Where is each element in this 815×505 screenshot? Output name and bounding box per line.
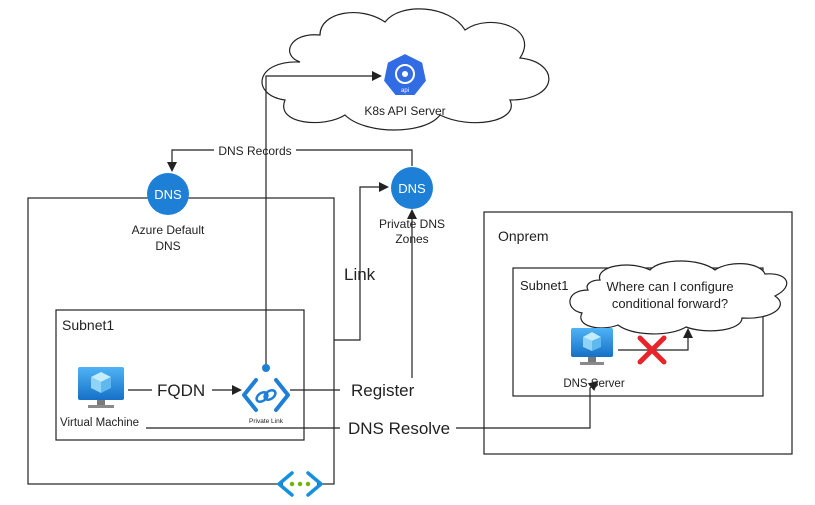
question-cloud xyxy=(569,260,788,335)
azure-dns-icon: DNS xyxy=(147,173,189,215)
k8s-api-server-icon: api xyxy=(381,51,429,97)
cross-icon xyxy=(637,335,667,365)
subnet-left-label: Subnet1 xyxy=(62,317,114,333)
dns-records-label: DNS Records xyxy=(218,144,291,158)
link-label: Link xyxy=(344,265,376,284)
svg-text:DNS: DNS xyxy=(154,187,182,202)
azure-dns-label-line1: Azure Default xyxy=(132,223,205,237)
private-dns-icon: DNS xyxy=(391,167,433,209)
private-link-label: Private Link xyxy=(249,418,284,425)
question-line2: conditional forward? xyxy=(612,296,728,311)
dns-resolve-label: DNS Resolve xyxy=(348,419,450,438)
private-link-icon xyxy=(242,378,290,412)
register-label: Register xyxy=(351,381,415,400)
private-link-to-k8s-connector xyxy=(265,71,382,368)
azure-dns-label-line2: DNS xyxy=(155,239,180,253)
dns-server-label: DNS Server xyxy=(563,378,625,390)
vnet-icon xyxy=(277,471,323,497)
onprem-box xyxy=(483,211,793,455)
dns-server-icon xyxy=(571,328,613,365)
onprem-label: Onprem xyxy=(498,228,549,244)
k8s-api-server-label: K8s API Server xyxy=(364,104,445,118)
virtual-machine-label: Virtual Machine xyxy=(60,417,139,429)
question-line1: Where can I configure xyxy=(606,279,733,294)
link-connector xyxy=(334,182,389,341)
virtual-machine-icon xyxy=(78,367,124,408)
onprem-subnet-label: Subnet1 xyxy=(520,278,568,293)
dns-server-to-question-connector xyxy=(618,328,693,351)
register-connector xyxy=(290,209,417,391)
api-badge: api xyxy=(401,88,409,94)
svg-text:DNS: DNS xyxy=(398,181,426,196)
fqdn-label: FQDN xyxy=(157,381,205,400)
subnet-left-box xyxy=(55,309,305,441)
